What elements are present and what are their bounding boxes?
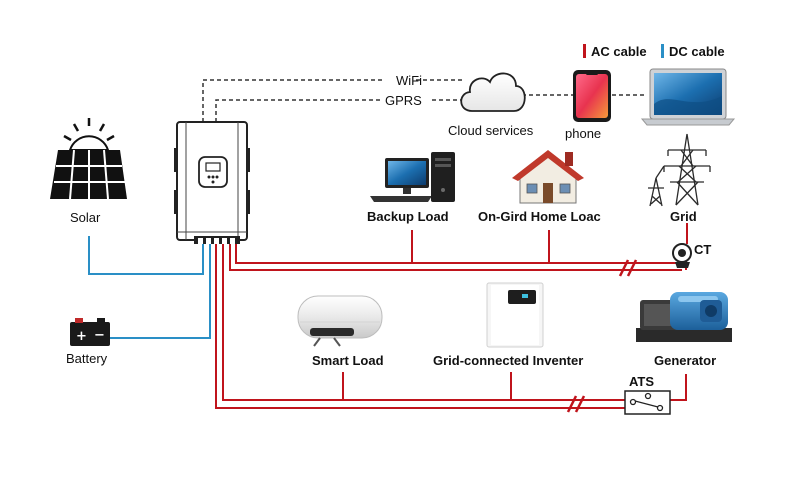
battery-label: Battery (66, 351, 108, 366)
battery-icon: + − (70, 318, 110, 346)
smartphone-icon (573, 70, 611, 122)
generator-icon (636, 292, 732, 342)
ac-cable-label: AC cable (591, 44, 647, 59)
svg-text:+: + (76, 329, 87, 344)
battery-dc-cable (91, 244, 211, 339)
wifi-label: WiFi (396, 73, 422, 88)
gprs-line (215, 99, 382, 122)
grid-inverter-icon (486, 282, 544, 348)
dc-legend-swatch (661, 44, 664, 58)
ct-label: CT (694, 242, 711, 257)
gen-ac-cable-b (215, 244, 625, 409)
gprs-label: GPRS (385, 93, 422, 108)
hybrid-inverter-icon (174, 121, 250, 244)
dc-cable-label: DC cable (669, 44, 725, 59)
cloud-services-label: Cloud services (448, 123, 534, 138)
house-icon (512, 150, 584, 204)
solar-panel-icon (50, 118, 127, 200)
generator-label: Generator (654, 353, 716, 368)
communication-lines (202, 79, 645, 122)
smart-load-label: Smart Load (312, 353, 384, 368)
cable-break-marks (566, 259, 638, 413)
backup-load-label: Backup Load (367, 209, 449, 224)
grid-label: Grid (670, 209, 697, 224)
home-load-label: On-Gird Home Loac (478, 209, 601, 224)
ac-legend-swatch (583, 44, 586, 58)
grid-ac-cable-b (229, 244, 682, 271)
water-heater-icon (297, 295, 383, 347)
gen-ac-cable-a (222, 244, 625, 401)
power-tower-icon (648, 133, 711, 207)
ac-cables (215, 223, 688, 409)
dc-cables (88, 236, 211, 339)
phone-label: phone (565, 126, 601, 141)
grid-inverter-label: Grid-connected Inventer (433, 353, 583, 368)
laptop-icon (640, 68, 736, 126)
cloud-icon (460, 72, 526, 112)
legend: AC cable DC cable (583, 44, 725, 59)
desktop-computer-icon (370, 152, 455, 202)
grid-ac-cable-a (235, 244, 682, 264)
ats-label: ATS (629, 374, 654, 389)
ct-sensor-icon (672, 243, 692, 268)
solar-dc-cable (88, 236, 204, 275)
solar-label: Solar (70, 210, 101, 225)
svg-text:−: − (94, 328, 105, 343)
ats-switch-icon (624, 390, 671, 415)
wifi-line (202, 79, 382, 122)
